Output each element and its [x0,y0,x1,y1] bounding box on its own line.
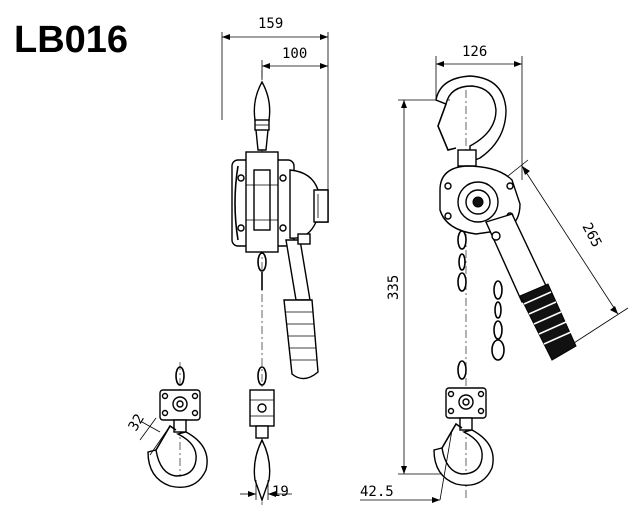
dim-bottom-block-width: 19 [272,484,289,500]
front-view: 126 335 265 [360,44,629,503]
dim-hook-throat: 42.5 [360,484,394,500]
dim-hook-opening: 32 [126,411,148,434]
model-title: LB016 [14,19,128,61]
dim-width-offset: 100 [282,46,307,62]
dim-width-overall: 159 [258,16,283,32]
dim-body-width: 126 [462,44,487,60]
dim-handle-length: 265 [578,220,604,250]
dim-height: 335 [386,275,402,300]
hook-detail-view: 32 [126,362,208,488]
side-view: 159 100 [221,16,329,505]
